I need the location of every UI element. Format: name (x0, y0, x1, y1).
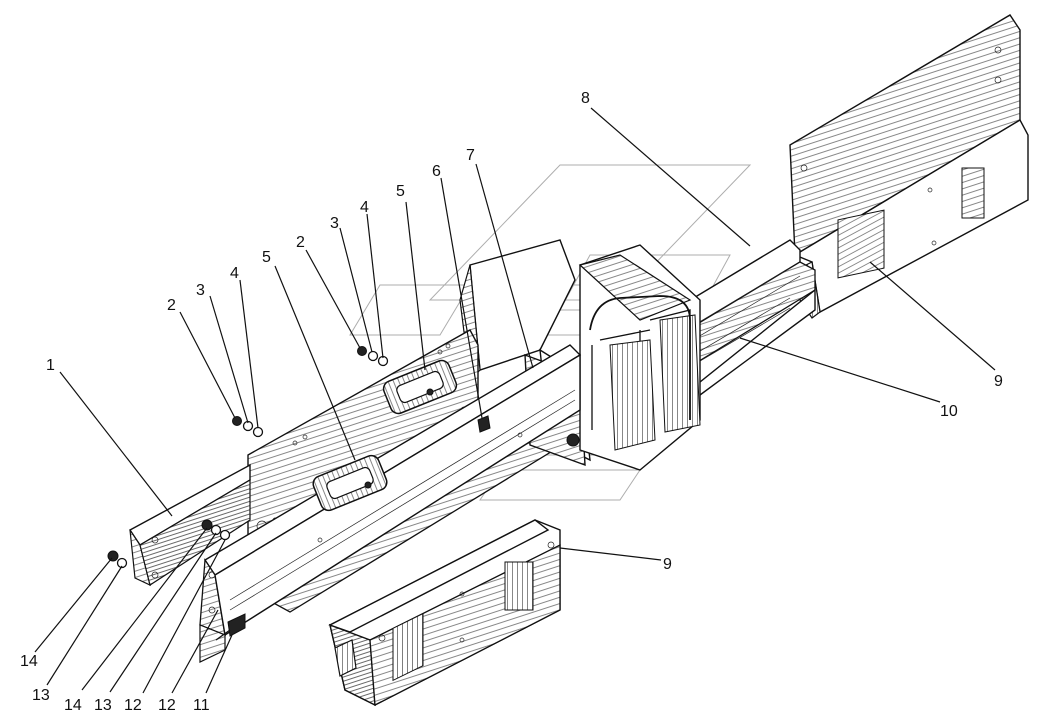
leader-lines (34, 107, 996, 694)
callout-labels: 1 2 3 4 5 2 3 4 5 6 7 8 9 10 9 14 13 14 … (20, 90, 1003, 714)
callout-12: 12 (124, 697, 142, 714)
fastener-set-front-left (107, 550, 128, 569)
callout-7: 7 (466, 147, 475, 164)
callout-9: 9 (663, 556, 672, 573)
callout-4: 4 (360, 199, 369, 216)
callout-8: 8 (581, 90, 590, 107)
callout-3: 3 (330, 215, 339, 232)
callout-5: 5 (262, 249, 271, 266)
callout-4: 4 (230, 265, 239, 282)
rear-plate-right (789, 14, 1029, 319)
rubber-buffer-lower (312, 454, 388, 512)
callout-13: 13 (94, 697, 112, 714)
callout-12: 12 (158, 697, 176, 714)
callout-13: 13 (32, 687, 50, 704)
callout-14: 14 (20, 653, 38, 670)
fastener-set-right (357, 346, 389, 367)
callout-9: 9 (994, 373, 1003, 390)
callout-11: 11 (193, 697, 210, 714)
callout-6: 6 (432, 163, 441, 180)
callout-10: 10 (940, 403, 958, 420)
callout-5: 5 (396, 183, 405, 200)
bolt-11 (215, 613, 246, 641)
rubber-buffer-upper (382, 359, 458, 415)
bolt-6 (477, 415, 491, 433)
callout-14: 14 (64, 697, 82, 714)
clamp-frame (578, 244, 701, 471)
front-rail (128, 463, 251, 587)
fastener-set-front-right (201, 519, 231, 541)
callout-2: 2 (167, 297, 176, 314)
lamp-housing (328, 519, 561, 707)
callout-3: 3 (196, 282, 205, 299)
callout-2: 2 (296, 234, 305, 251)
fastener-set-left (232, 416, 264, 438)
callout-1: 1 (46, 357, 55, 374)
